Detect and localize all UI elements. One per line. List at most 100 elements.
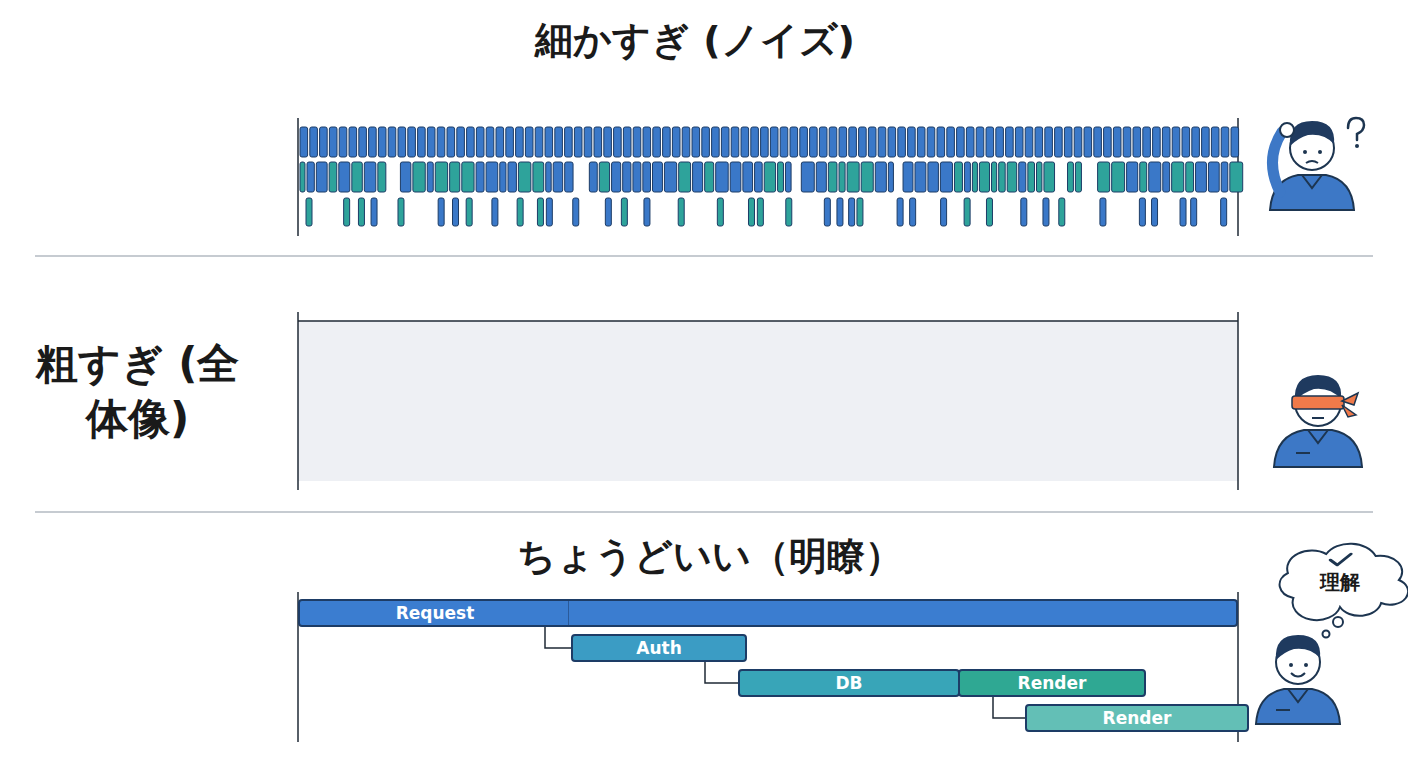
noise-span [786, 198, 792, 226]
noise-span [486, 127, 494, 157]
axis-line [1237, 312, 1239, 490]
noise-span [964, 198, 970, 226]
noise-span [1104, 127, 1112, 157]
noise-span [545, 127, 553, 157]
noise-span [999, 162, 1006, 192]
noise-span [663, 127, 671, 157]
noise-span [679, 162, 691, 192]
noise-span [427, 162, 433, 192]
noise-span [810, 127, 818, 157]
question-mark [1355, 144, 1359, 148]
noise-span [476, 162, 484, 192]
noise-span [857, 198, 863, 226]
person-hair [1290, 121, 1334, 146]
noise-span [320, 127, 328, 157]
person-eye [1303, 150, 1307, 154]
span-bar: Auth [571, 634, 747, 662]
noise-span [457, 127, 465, 157]
span-bar: DB [738, 669, 960, 697]
noise-span [358, 198, 364, 226]
check-mark [1330, 554, 1351, 565]
noise-span [1182, 127, 1190, 157]
noise-span [653, 162, 663, 192]
person-eye [1304, 663, 1308, 667]
person-hand [1280, 123, 1294, 137]
noise-span [1231, 127, 1239, 157]
noise-span [555, 127, 563, 157]
noise-span [1028, 162, 1035, 192]
noise-span [1094, 127, 1102, 157]
noise-span [525, 127, 533, 157]
noise-span [1153, 127, 1161, 157]
noise-span [741, 127, 749, 157]
noise-span [644, 198, 650, 226]
noise-span [816, 162, 826, 192]
section-heading: ちょうどいい（明瞭） [310, 532, 1110, 581]
noise-span [349, 127, 357, 157]
noise-span [633, 162, 641, 192]
noise-span [466, 198, 472, 226]
section-heading: 粗すぎ (全体像) [30, 336, 245, 447]
noise-span [770, 127, 778, 157]
noise-span [915, 162, 926, 192]
noise-span [801, 162, 814, 192]
noise-span [605, 198, 611, 226]
noise-span [1112, 162, 1125, 192]
span-name: DB [740, 671, 958, 695]
elbow-connector [993, 697, 1025, 718]
person-collar [1308, 430, 1328, 443]
noise-span [705, 162, 714, 192]
noise-span [371, 198, 377, 226]
noise-span [435, 162, 447, 192]
blindfolded-person [1274, 375, 1362, 467]
noise-span [1006, 127, 1014, 157]
noise-span [467, 127, 475, 157]
noise-span [565, 127, 573, 157]
noise-span [897, 198, 903, 226]
noise-span [1068, 162, 1074, 192]
noise-span [378, 162, 386, 192]
noise-span [716, 162, 729, 192]
noise-span [1186, 162, 1194, 192]
noise-span [849, 198, 855, 226]
noise-span [1140, 162, 1147, 192]
noise-span [957, 127, 965, 157]
noise-span [868, 127, 876, 157]
noise-span [614, 127, 622, 157]
noise-span [496, 127, 504, 157]
noise-span [910, 198, 916, 226]
noise-span [643, 162, 651, 192]
person-body [1274, 430, 1362, 467]
noise-span [1055, 127, 1063, 157]
span-edge [298, 320, 1238, 322]
noise-span [621, 198, 627, 226]
noise-span [678, 198, 684, 226]
noise-span [996, 127, 1004, 157]
noise-span [847, 162, 859, 192]
noise-span [438, 198, 444, 226]
noise-span [310, 127, 318, 157]
noise-span [1059, 198, 1065, 226]
span-name: Auth [573, 636, 745, 660]
noise-span [941, 198, 947, 226]
noise-span [400, 162, 410, 192]
noise-span [1172, 162, 1184, 192]
noise-span [623, 162, 631, 192]
noise-span [751, 127, 759, 157]
thought-bubble: 理解 [1266, 543, 1408, 613]
noise-span [388, 127, 396, 157]
noise-span [692, 127, 700, 157]
noise-span [604, 127, 612, 157]
noise-span [917, 127, 925, 157]
noise-span [1035, 127, 1043, 157]
noise-span [1152, 198, 1158, 226]
noise-span [1043, 198, 1049, 226]
noise-span [819, 127, 827, 157]
noise-span [672, 127, 680, 157]
noise-span [533, 162, 544, 192]
noise-span [888, 127, 896, 157]
separator [35, 511, 1373, 513]
span-name: Render [960, 671, 1144, 695]
noise-span [1208, 162, 1219, 192]
noise-span [1098, 162, 1110, 192]
